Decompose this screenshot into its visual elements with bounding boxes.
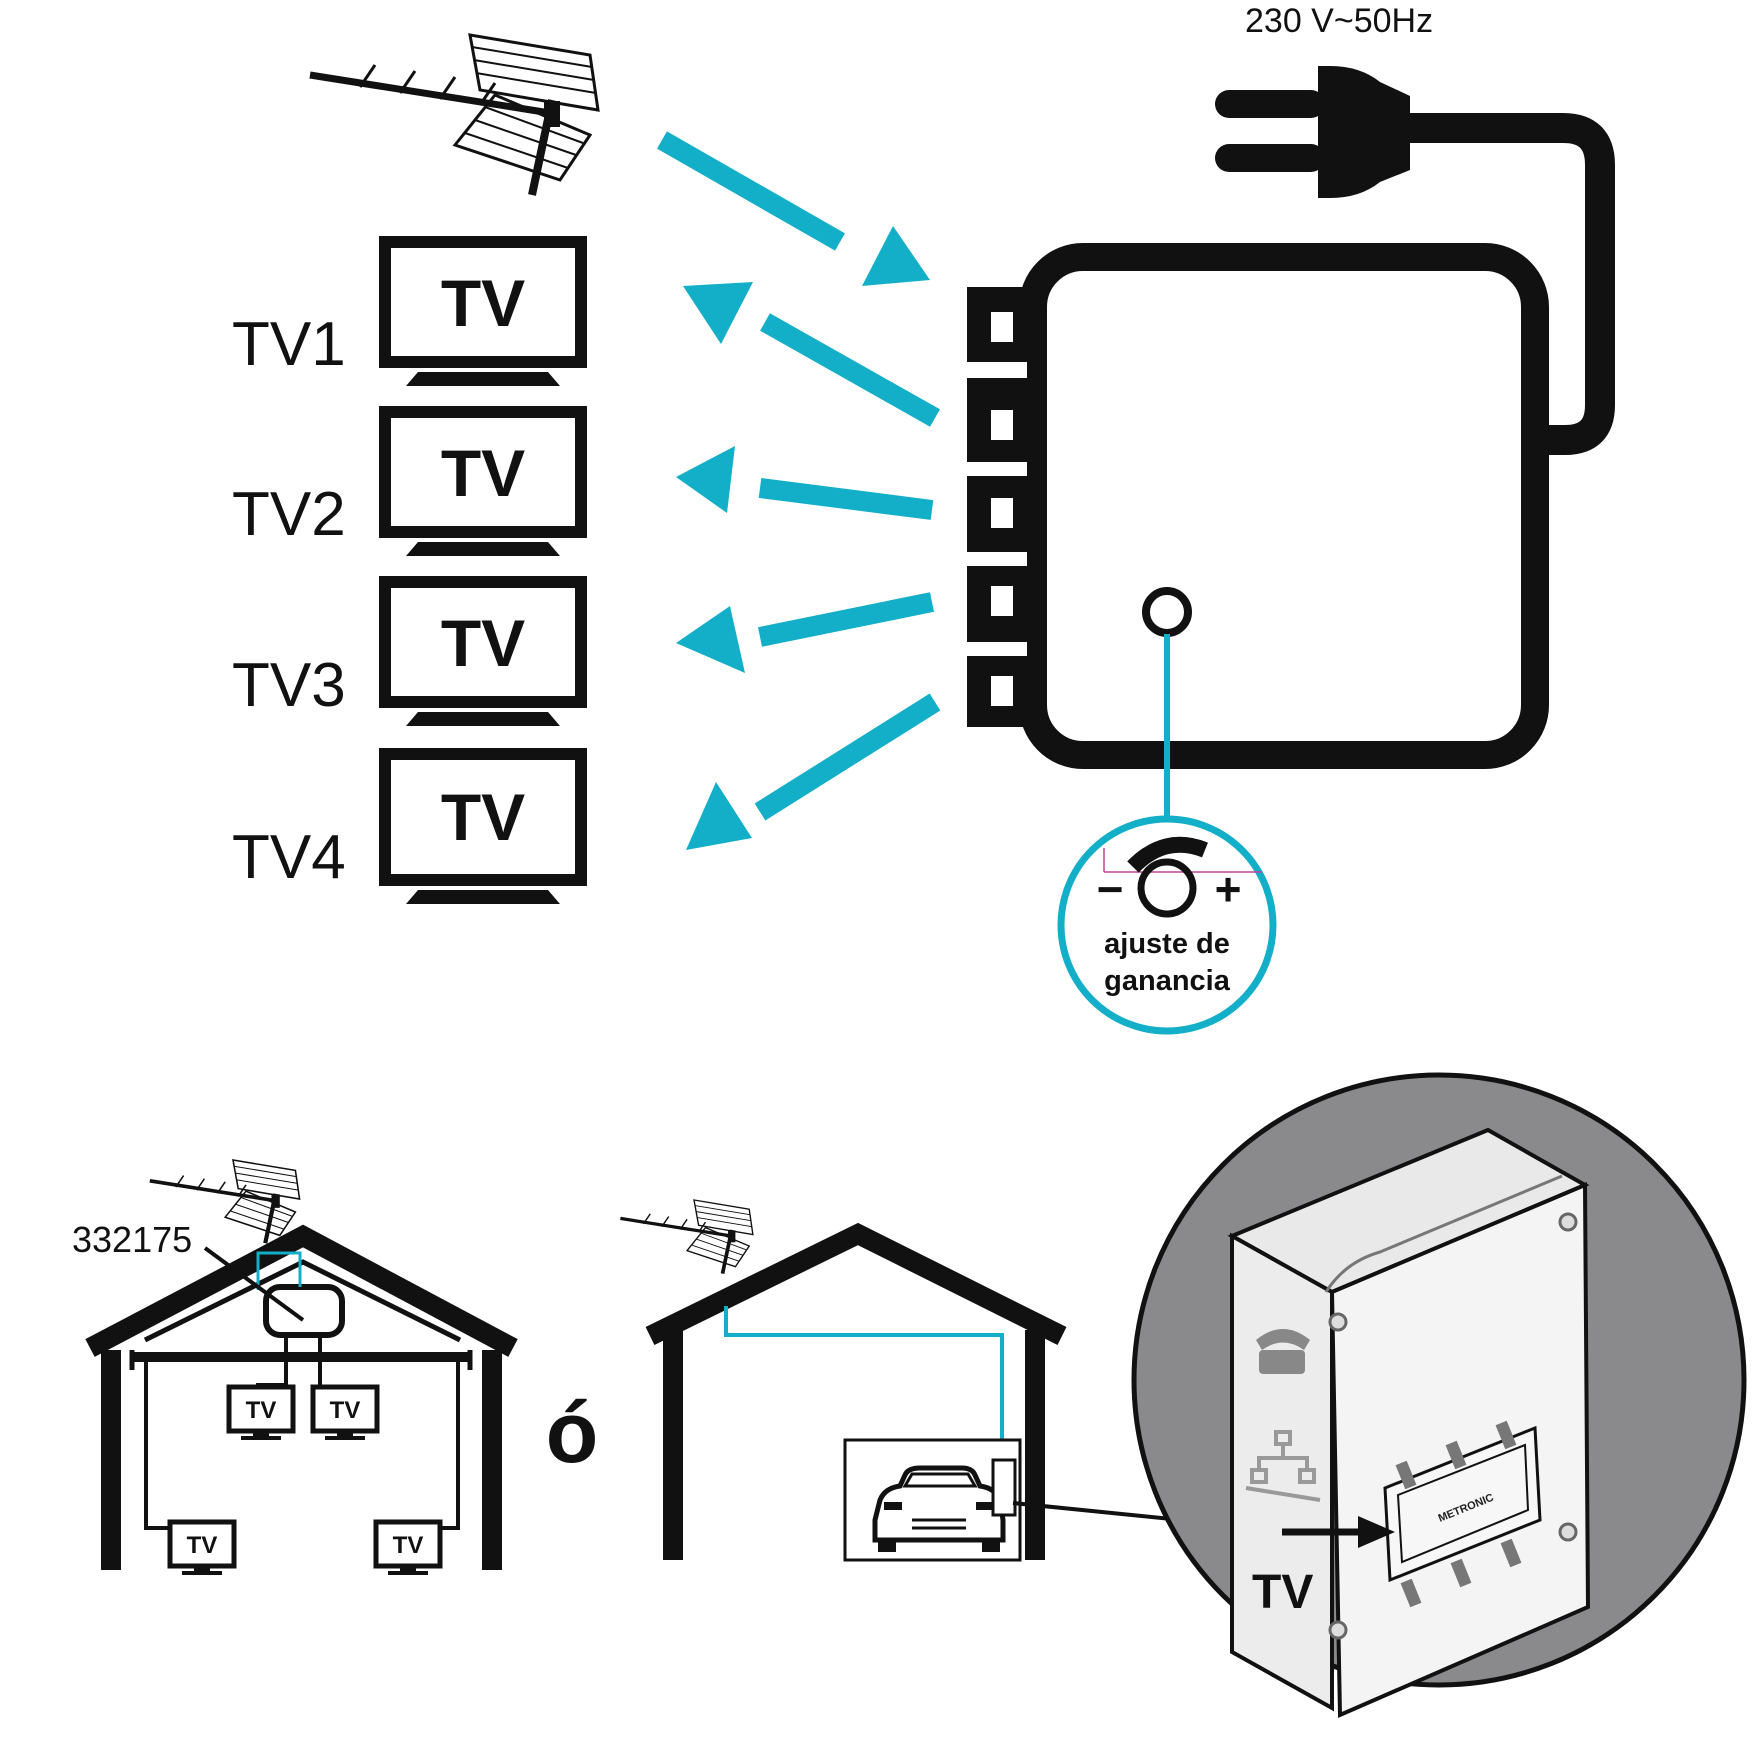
gain-label-line2: ganancia bbox=[1104, 965, 1231, 997]
gain-knob[interactable] bbox=[1142, 587, 1192, 637]
tv-set-4: TV TV4 bbox=[232, 748, 587, 904]
tv-set-1: TV TV1 bbox=[232, 236, 587, 386]
amplifier-ports bbox=[967, 287, 1027, 727]
house-tv-4: TV bbox=[376, 1522, 440, 1575]
svg-text:TV: TV bbox=[246, 1397, 277, 1424]
device-tv-label: TV bbox=[1252, 1566, 1313, 1619]
output-arrow-tv1 bbox=[683, 282, 940, 427]
communication-box: TV METRONIC bbox=[1227, 1127, 1591, 1719]
house-tv-3: TV bbox=[170, 1522, 234, 1575]
tv-set-2: TV TV2 bbox=[232, 406, 587, 556]
network-icon bbox=[1245, 1430, 1321, 1502]
knob-dial-icon bbox=[1137, 858, 1197, 918]
house-tv-2: TV bbox=[313, 1387, 377, 1440]
garage-amplifier bbox=[991, 1458, 1017, 1517]
power-plug: 230 V~50Hz bbox=[1215, 2, 1615, 455]
tv-screen-label: TV bbox=[441, 266, 525, 340]
tv-name-label: TV2 bbox=[232, 480, 346, 549]
product-ref-label: 332175 bbox=[72, 1219, 192, 1260]
power-rating-label: 230 V~50Hz bbox=[1245, 2, 1433, 40]
tv-screen-label: TV bbox=[441, 606, 525, 680]
tv-name-label: TV1 bbox=[232, 310, 346, 379]
input-arrow bbox=[657, 131, 930, 286]
signal-arrows bbox=[657, 131, 941, 850]
house-tv-1: TV bbox=[229, 1387, 293, 1440]
antenna-icon bbox=[618, 1198, 755, 1276]
svg-text:TV: TV bbox=[393, 1532, 424, 1559]
zoom-detail: TV METRONIC bbox=[1131, 1072, 1747, 1719]
splitter-module: METRONIC bbox=[1383, 1420, 1542, 1608]
tv-set-3: TV TV3 bbox=[232, 576, 587, 726]
tv-screen-label: TV bbox=[441, 436, 525, 510]
svg-text:TV: TV bbox=[330, 1397, 361, 1424]
amplifier-box bbox=[967, 243, 1549, 769]
output-arrow-tv4 bbox=[686, 693, 941, 850]
antenna-icon bbox=[310, 35, 598, 195]
gain-callout: − + ajuste de ganancia bbox=[1057, 634, 1277, 1035]
gain-minus: − bbox=[1097, 863, 1124, 915]
gain-label-line1: ajuste de bbox=[1104, 928, 1230, 960]
output-arrow-tv2 bbox=[676, 446, 934, 520]
or-separator: ó bbox=[546, 1385, 599, 1481]
house-garage-install bbox=[618, 1198, 1281, 1562]
tv-name-label: TV3 bbox=[232, 651, 346, 720]
tv-name-label: TV4 bbox=[232, 823, 346, 892]
tv-screen-label: TV bbox=[441, 780, 525, 854]
gain-plus: + bbox=[1215, 863, 1242, 915]
svg-text:TV: TV bbox=[187, 1532, 218, 1559]
output-arrow-tv3 bbox=[676, 592, 934, 673]
phone-icon bbox=[1256, 1329, 1310, 1374]
attic-amplifier bbox=[263, 1284, 345, 1338]
house-attic-install: 332175 TV TV TV TV bbox=[72, 1160, 518, 1575]
